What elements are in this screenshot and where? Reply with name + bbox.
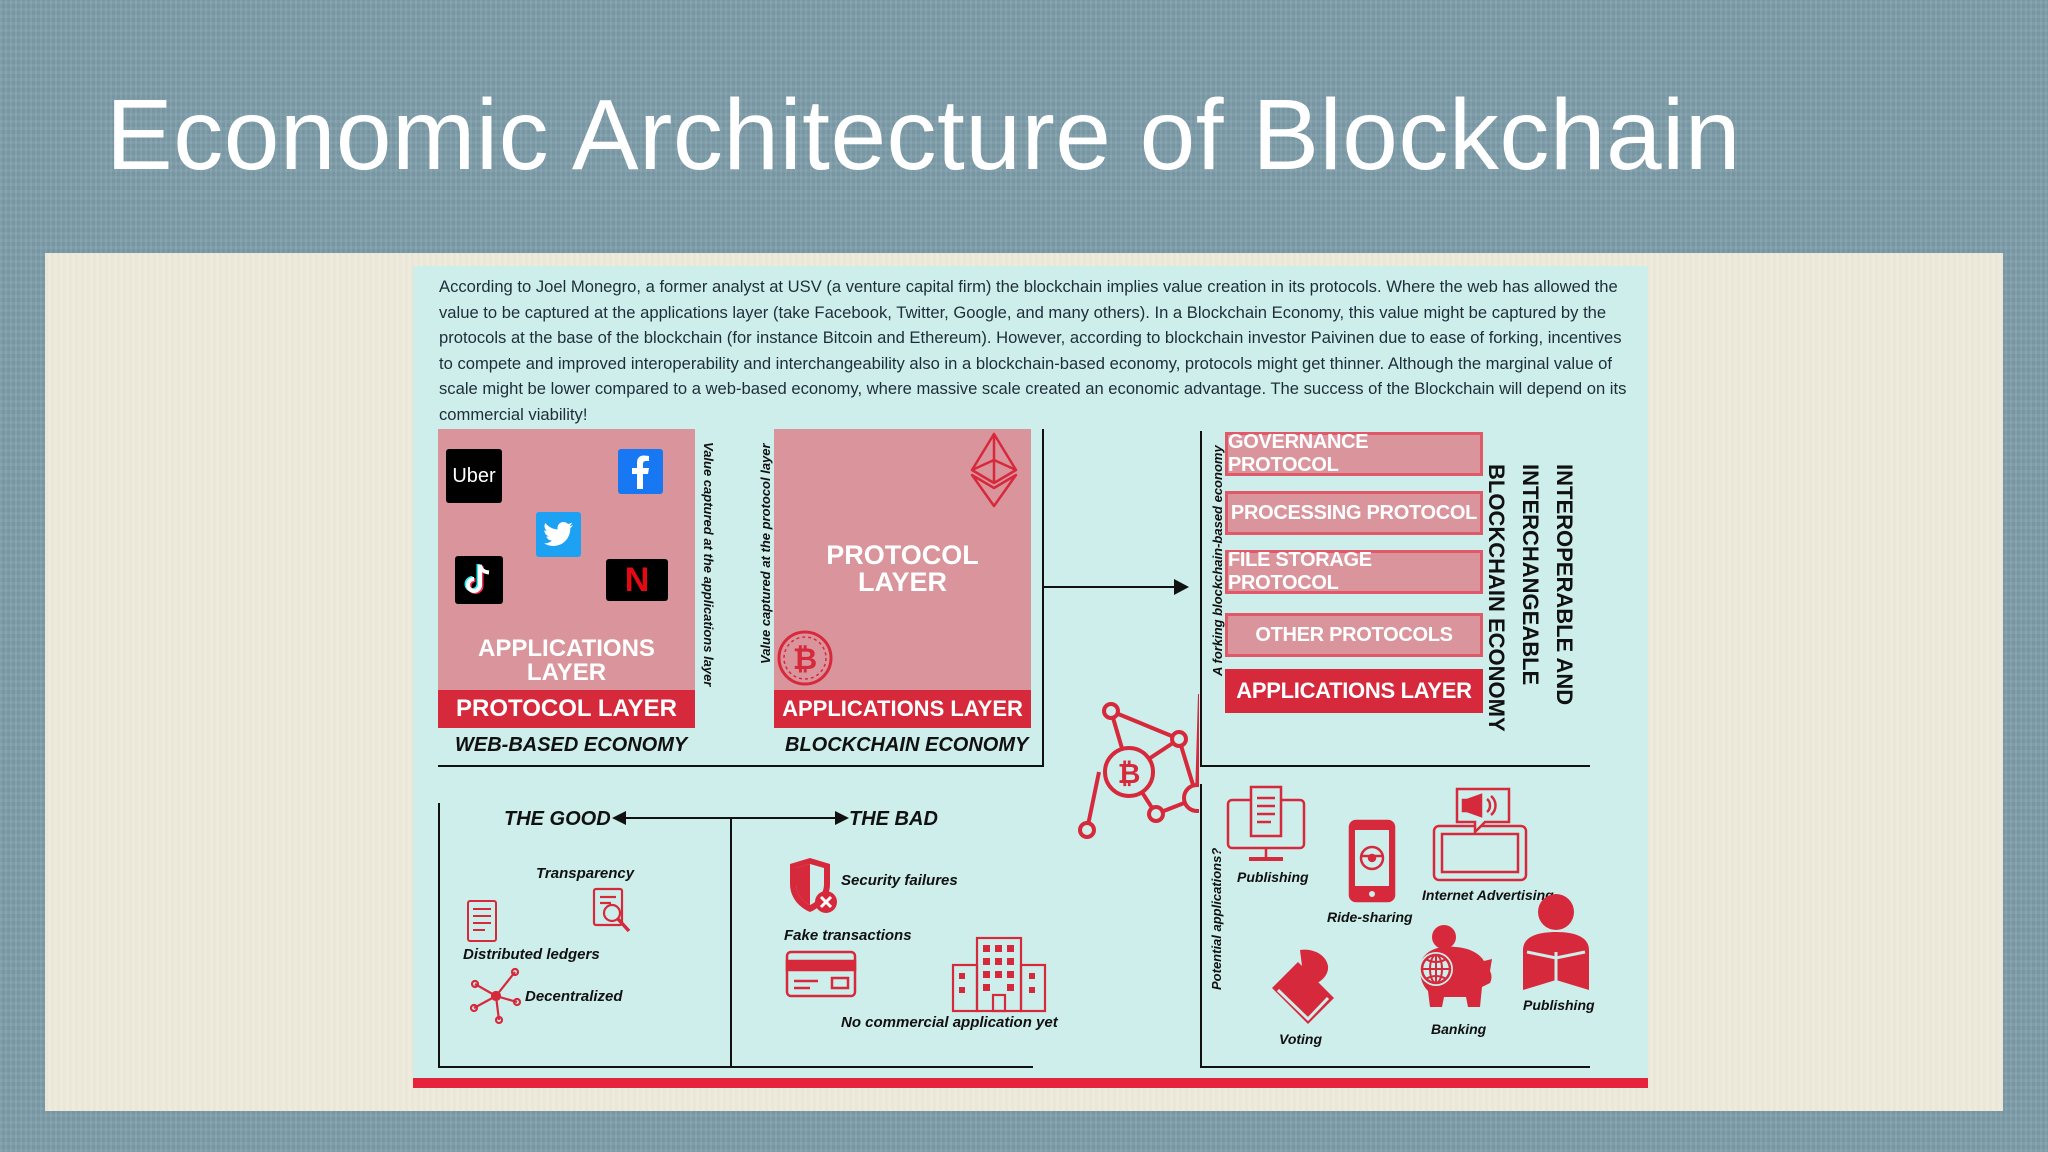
forked-applications-layer-box: APPLICATIONS LAYER: [1225, 669, 1483, 713]
web-economy-caption: WEB-BASED ECONOMY: [455, 734, 688, 756]
publishing-label-2: Publishing: [1523, 997, 1595, 1013]
infographic-bottom-bar: [413, 1078, 1648, 1088]
netflix-logo-icon: N: [606, 559, 668, 601]
transparency-icon: [591, 886, 635, 936]
publishing-reader-icon: [1519, 892, 1593, 992]
security-failures-icon: [786, 856, 840, 916]
governance-protocol-box: GOVERNANCE PROTOCOL: [1225, 431, 1483, 476]
decentralized-label: Decentralized: [525, 988, 623, 1005]
web-apps-label-line2: LAYER: [526, 659, 607, 686]
the-bad-label: THE BAD: [849, 808, 938, 830]
other-protocols-box: OTHER PROTOCOLS: [1225, 613, 1483, 657]
uber-logo-text: Uber: [452, 464, 496, 487]
intro-paragraph: According to Joel Monegro, a former anal…: [439, 277, 1627, 424]
transparency-label: Transparency: [536, 865, 635, 882]
web-value-label: Value captured at the applications layer: [701, 442, 716, 687]
slide-title: Economic Architecture of Blockchain: [106, 79, 1741, 191]
apps-section-baseline: [1200, 1066, 1590, 1068]
fork-arrow-head: [1174, 579, 1189, 595]
bc-protocol-label-line1: PROTOCOL: [826, 540, 979, 570]
blockchain-value-label: Value captured at the protocol layer: [758, 443, 773, 664]
banking-piggy-icon: [1410, 921, 1496, 1013]
infographic: According to Joel Monegro, a former anal…: [413, 266, 1648, 1088]
the-good-label: THE GOOD: [504, 808, 611, 830]
interop-title-line2: INTERCHANGEABLE: [1518, 464, 1543, 686]
goodbad-left-line: [438, 803, 440, 1067]
goodbad-arrow-line: [625, 817, 837, 819]
apps-section-left-line: [1200, 784, 1202, 1067]
bad-arrow-head: [835, 811, 849, 825]
goodbad-middle-line: [730, 818, 732, 1067]
top-section-divider: [1042, 429, 1044, 766]
decentralized-icon: [469, 966, 523, 1026]
publishing-monitor-icon: [1225, 784, 1307, 864]
twitter-logo-icon: [536, 512, 581, 557]
banking-label: Banking: [1431, 1021, 1487, 1037]
bitcoin-network-icon: ₿: [1029, 674, 1212, 844]
netflix-logo-text: N: [624, 560, 650, 599]
ride-sharing-phone-icon: [1347, 818, 1397, 904]
web-apps-label-line1: APPLICATIONS: [478, 635, 655, 662]
fake-transactions-icon: [784, 949, 858, 999]
security-failures-label: Security failures: [841, 872, 958, 889]
ethereum-icon: [969, 432, 1019, 508]
goodbad-baseline: [438, 1066, 1033, 1068]
blockchain-protocol-layer-box: [774, 429, 1031, 690]
uber-logo-icon: Uber: [446, 449, 502, 503]
web-applications-layer-label: APPLICATIONS LAYER: [438, 637, 695, 685]
publishing-label-1: Publishing: [1237, 869, 1309, 885]
file-storage-protocol-box: FILE STORAGE PROTOCOL: [1225, 549, 1483, 594]
interop-title-line1: INTEROPERABLE AND: [1552, 464, 1577, 706]
fork-arrow-line: [1044, 586, 1176, 588]
processing-protocol-box: PROCESSING PROTOCOL: [1225, 491, 1483, 535]
distributed-ledgers-icon: [465, 898, 499, 944]
forked-section-left-line: [1200, 431, 1202, 766]
voting-label: Voting: [1279, 1031, 1323, 1047]
top-section-baseline: [438, 765, 1044, 767]
potential-applications-label: Potential applications?: [1209, 847, 1224, 990]
no-commercial-application-label: No commercial application yet: [841, 1014, 1058, 1031]
good-arrow-head: [612, 811, 626, 825]
interoperable-economy-title: INTEROPERABLE AND INTERCHANGEABLE BLOCKC…: [1479, 464, 1581, 732]
facebook-logo-icon: [618, 449, 663, 494]
distributed-ledgers-label: Distributed ledgers: [463, 946, 600, 963]
blockchain-protocol-layer-label: PROTOCOL LAYER: [774, 542, 1031, 596]
voting-hand-icon: [1268, 948, 1338, 1028]
fake-transactions-label: Fake transactions: [784, 927, 912, 944]
bc-protocol-label-line2: LAYER: [857, 567, 948, 597]
forked-section-baseline: [1200, 765, 1590, 767]
forked-economy-label: A forking blockchain-based economy: [1210, 445, 1225, 676]
svg-text:₿: ₿: [1118, 757, 1141, 790]
internet-advertising-label: Internet Advertising: [1422, 887, 1554, 903]
blockchain-economy-caption: BLOCKCHAIN ECONOMY: [785, 734, 1029, 756]
svg-text:₿: ₿: [793, 642, 817, 677]
office-building-icon: [949, 935, 1049, 1013]
bitcoin-icon: ₿: [774, 627, 836, 689]
blockchain-applications-layer-bar: APPLICATIONS LAYER: [774, 690, 1031, 728]
tiktok-logo-icon: [455, 556, 503, 604]
web-protocol-layer-bar: PROTOCOL LAYER: [438, 690, 695, 728]
interop-title-line3: BLOCKCHAIN ECONOMY: [1484, 464, 1509, 732]
internet-advertising-icon: [1431, 786, 1529, 884]
ride-sharing-label: Ride-sharing: [1327, 909, 1413, 925]
